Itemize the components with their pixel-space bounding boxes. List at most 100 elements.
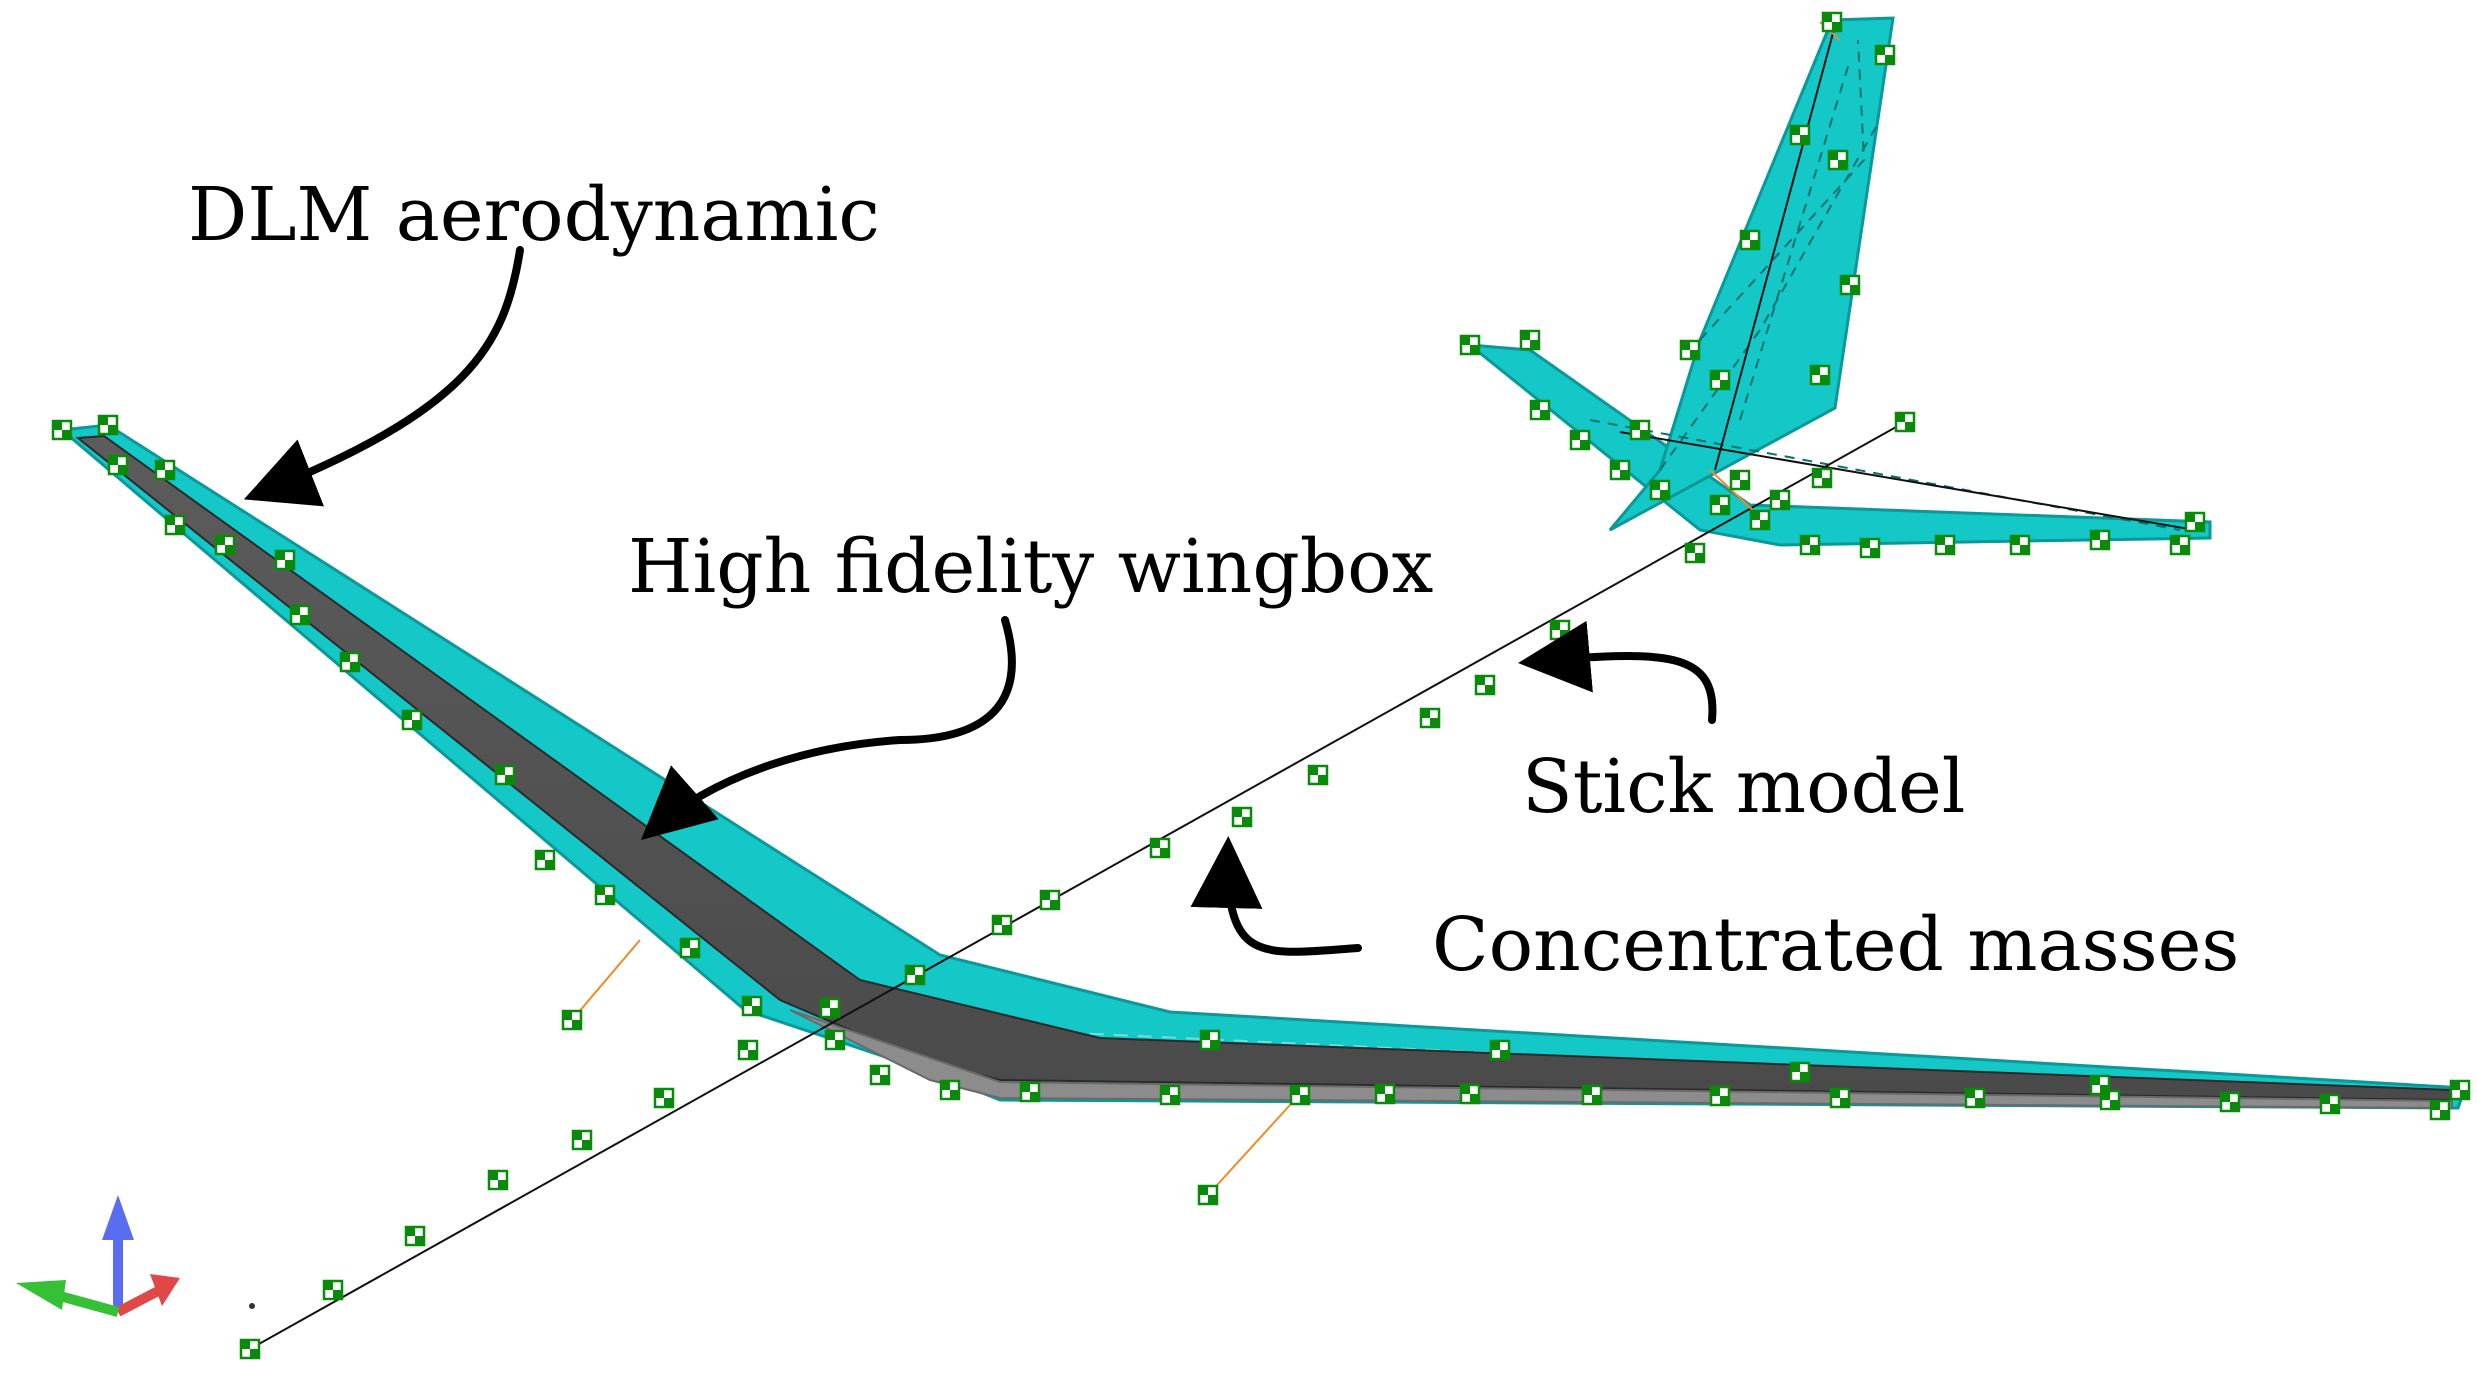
mass-node-icon <box>2009 534 2031 556</box>
mass-node-icon <box>289 604 311 626</box>
mass-node-icon <box>1489 1039 1511 1061</box>
mass-node-icon <box>1039 889 1061 911</box>
mass-node-icon <box>97 414 119 436</box>
mass-node-icon <box>1709 494 1731 516</box>
arrow-dlm <box>243 246 524 507</box>
mass-node-icon <box>1799 534 1821 556</box>
mass-node-icon <box>571 1129 593 1151</box>
mass-node-icon <box>1821 11 1843 33</box>
mass-node-icon <box>2089 1074 2111 1096</box>
mass-node-icon <box>2169 534 2191 556</box>
tail-grid-line-1 <box>1659 119 1881 471</box>
mass-node-icon <box>2449 1079 2471 1101</box>
mass-node-icon <box>1729 469 1751 491</box>
mass-node-icon <box>1374 1083 1396 1105</box>
mass-node-icon <box>991 914 1013 936</box>
mass-node-icon <box>1519 329 1541 351</box>
mass-node-icon <box>869 1064 891 1086</box>
label-concentrated-masses: Concentrated masses <box>1432 902 2240 988</box>
mass-node-icon <box>1859 537 1881 559</box>
mass-node-icon <box>1609 459 1631 481</box>
mass-node-icon <box>154 459 176 481</box>
concentrated-masses <box>51 11 2471 1360</box>
axis-y <box>58 1291 120 1317</box>
mass-node-icon <box>534 849 556 871</box>
mass-node-icon <box>1709 1085 1731 1107</box>
mass-node-icon <box>1679 339 1701 361</box>
mass-node-icon <box>1474 674 1496 696</box>
mass-node-icon <box>1019 1081 1041 1103</box>
mass-node-icon <box>1149 837 1171 859</box>
wingbox-front-spar <box>789 1009 2453 1110</box>
tail-grid-line-0 <box>1699 39 1866 341</box>
mass-node-icon <box>1684 542 1706 564</box>
callout-arrows <box>243 246 1717 956</box>
mass-node-icon <box>1829 1087 1851 1109</box>
mass-node-icon <box>1581 1084 1603 1106</box>
arrow-wingbox <box>641 616 1016 840</box>
label-dlm-aerodynamic: DLM aerodynamic <box>188 172 880 258</box>
mass-node-icon <box>239 1338 261 1360</box>
mass-node-icon <box>737 1039 759 1061</box>
mass-node-icon <box>1789 1061 1811 1083</box>
axis-y-head <box>16 1280 66 1310</box>
mass-node-icon <box>1459 1083 1481 1105</box>
fuselage-stick-line <box>249 421 1906 1350</box>
mass-node-icon <box>51 419 73 441</box>
mass-node-icon <box>1549 619 1571 641</box>
mass-node-icon <box>1739 229 1761 251</box>
horizontal-tail-aero-panel <box>1465 343 2212 547</box>
mass-node-icon <box>1827 149 1849 171</box>
label-high-fidelity-wingbox: High fidelity wingbox <box>628 524 1434 610</box>
mass-node-icon <box>561 1009 583 1031</box>
mass-node-icon <box>1811 467 1833 489</box>
mass-node-icon <box>1809 364 1831 386</box>
mass-node-icon <box>1839 274 1861 296</box>
mass-node-icon <box>1197 1184 1219 1206</box>
mass-node-icon <box>904 964 926 986</box>
mass-node-icon <box>274 549 296 571</box>
stick-model <box>249 21 2196 1350</box>
mass-node-icon <box>404 1225 426 1247</box>
mass-node-icon <box>741 995 763 1017</box>
mass-node-icon <box>1874 44 1896 66</box>
mass-node-icon <box>2219 1091 2241 1113</box>
mass-node-icon <box>2099 1089 2121 1111</box>
coordinate-triad-icon <box>16 1195 255 1317</box>
mass-node-icon <box>819 997 841 1019</box>
origin-dot <box>249 1303 255 1309</box>
mass-node-icon <box>1749 509 1771 531</box>
htail-stick-line <box>1619 431 2196 531</box>
mass-node-icon <box>2429 1099 2451 1121</box>
mass-node-icon <box>339 651 361 673</box>
axis-x-head <box>150 1274 180 1306</box>
mass-node-icon <box>1459 334 1481 356</box>
mass-node-icon <box>1307 764 1329 786</box>
mass-node-icon <box>214 534 236 556</box>
mass-node-icon <box>1964 1087 1986 1109</box>
mass-node-icon <box>2089 529 2111 551</box>
mass-node-icon <box>1769 489 1791 511</box>
mass-node-icon <box>1231 806 1253 828</box>
mass-node-icon <box>107 454 129 476</box>
rbe-link-1 <box>1207 1104 1291 1196</box>
mass-node-icon <box>1159 1084 1181 1106</box>
axis-z-head <box>102 1195 134 1240</box>
mass-node-icon <box>2319 1093 2341 1115</box>
mass-node-icon <box>939 1079 961 1101</box>
mass-node-icon <box>1419 707 1441 729</box>
mass-node-icon <box>679 937 701 959</box>
mass-node-icon <box>1894 411 1916 433</box>
mass-node-icon <box>1649 479 1671 501</box>
mass-node-icon <box>322 1279 344 1301</box>
label-stick-model: Stick model <box>1522 744 1966 830</box>
axis-x <box>115 1285 163 1317</box>
mass-node-icon <box>494 764 516 786</box>
mass-node-icon <box>2184 511 2206 533</box>
rbe-link-0 <box>571 939 641 1021</box>
mass-node-icon <box>1199 1029 1221 1051</box>
tail-grid-line-2 <box>1739 59 1851 421</box>
mass-node-icon <box>653 1087 675 1109</box>
